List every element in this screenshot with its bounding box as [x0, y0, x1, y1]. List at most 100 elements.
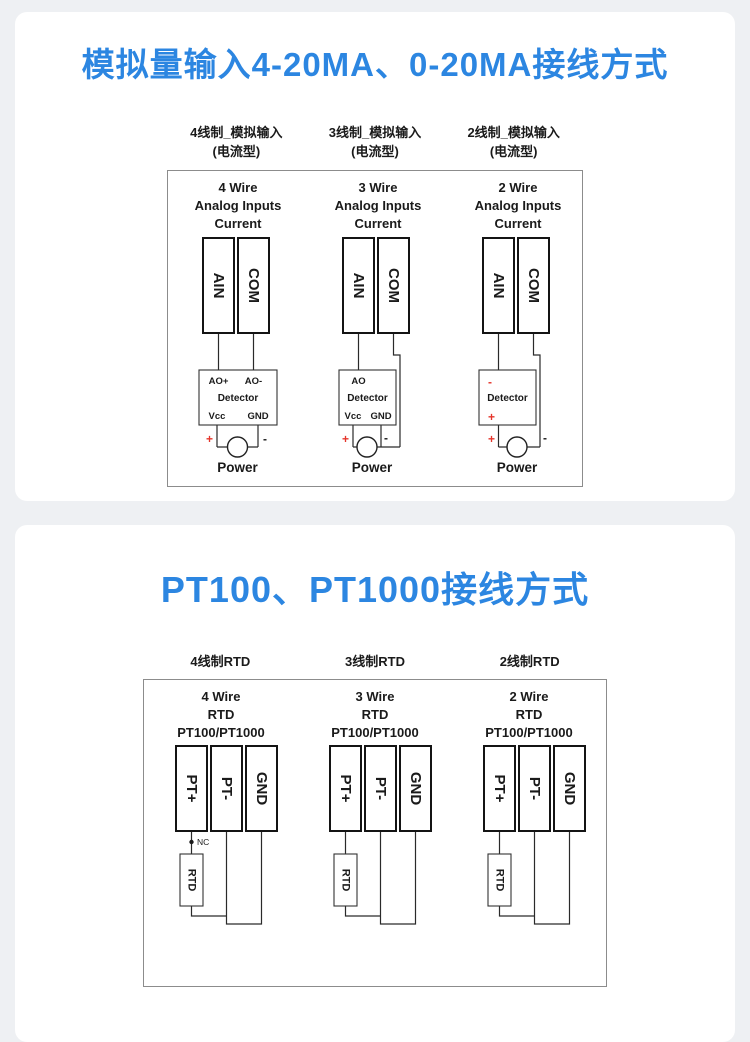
rtd-sensor-box: [487, 853, 512, 907]
subtitle-line: PT100/PT1000: [177, 725, 265, 741]
rtd-4wire-column: 4 Wire RTD PT100/PT1000 PT+ PT- GND NC R…: [144, 680, 298, 986]
detector-box: [338, 368, 397, 426]
detector-gnd-label: GND: [247, 411, 268, 422]
rtd-3wire-column: 3 Wire RTD PT100/PT1000 PT+ PT- GND RTD: [298, 680, 452, 986]
terminal-label-ain: AIN: [490, 272, 507, 298]
header-line1: 2线制_模拟输入: [467, 125, 560, 140]
power-plus-mark: +: [342, 432, 349, 446]
analog-col-header-4wire: 4线制_模拟输入 (电流型): [167, 124, 306, 162]
analog-2wire-column: 2 Wire Analog Inputs Current AIN COM - D…: [448, 171, 588, 480]
terminal-label-ptminus: PT-: [218, 777, 235, 800]
subtitle-line: 2 Wire: [509, 689, 549, 705]
subtitle-line: 3 Wire: [355, 689, 395, 705]
terminal-box-com: [517, 236, 550, 334]
terminal-label-ptminus: PT-: [526, 777, 543, 800]
terminal-box-ptplus: [483, 745, 516, 833]
analog-column-headers: 4线制_模拟输入 (电流型) 3线制_模拟输入 (电流型) 2线制_模拟输入 (…: [167, 124, 583, 162]
terminal-label-gnd: GND: [407, 772, 424, 806]
nc-junction-dot: [189, 839, 194, 845]
wire: [498, 831, 571, 925]
analog-col-header-2wire: 2线制_模拟输入 (电流型): [444, 124, 583, 162]
subtitle-line: Current: [354, 215, 402, 231]
terminal-box-com: [237, 236, 270, 334]
power-minus-mark: -: [263, 432, 267, 446]
rtd-sensor-box: [179, 853, 204, 907]
header-line1: 4线制_模拟输入: [190, 125, 283, 140]
header-line2: (电流型): [351, 143, 399, 159]
detector-name-label: Detector: [487, 393, 528, 404]
detector-gnd-label: GND: [370, 411, 391, 422]
subtitle-line: PT100/PT1000: [331, 725, 419, 741]
detector-name-label: Detector: [218, 393, 259, 404]
analog-diagram-wrap: 4线制_模拟输入 (电流型) 3线制_模拟输入 (电流型) 2线制_模拟输入 (…: [167, 124, 583, 487]
terminal-label-ain: AIN: [350, 272, 367, 298]
terminal-box-gnd: [553, 745, 586, 833]
subtitle-line: 4 Wire: [218, 179, 258, 195]
terminal-box-gnd: [399, 745, 432, 833]
power-source-symbol: [226, 435, 249, 458]
subtitle-line: Analog Inputs: [334, 197, 422, 213]
subtitle-line: Analog Inputs: [474, 197, 562, 213]
terminal-box-com: [377, 236, 410, 334]
rtd-diagram-box: 4 Wire RTD PT100/PT1000 PT+ PT- GND NC R…: [143, 679, 607, 988]
rtd-sensor-box: [333, 853, 358, 907]
terminal-label-ptplus: PT+: [337, 775, 354, 803]
terminal-box-ain: [342, 236, 375, 334]
terminal-label-gnd: GND: [561, 772, 578, 806]
analog-3wire-diagram: AIN COM AO Detector Vcc GND + - Power: [338, 236, 410, 475]
header-line2: (电流型): [489, 143, 538, 159]
header-line1: 3线制_模拟输入: [328, 125, 422, 140]
subtitle-line: Current: [494, 215, 542, 231]
power-label: Power: [217, 460, 258, 475]
power-plus-mark: +: [206, 432, 213, 446]
subtitle-line: RTD: [361, 707, 389, 723]
subtitle-line: 3 Wire: [358, 179, 398, 195]
nc-label: NC: [197, 837, 209, 847]
detector-box: [198, 368, 278, 426]
rtd-card: PT100、PT1000接线方式 4线制RTD 3线制RTD 2线制RTD 4 …: [15, 524, 735, 1042]
detector-ao-minus-label: AO-: [245, 376, 262, 387]
terminal-box-ptminus: [518, 745, 551, 833]
terminal-label-ain: AIN: [210, 272, 227, 298]
rtd-sensor-label: RTD: [340, 869, 352, 892]
detector-vcc-label: Vcc: [209, 411, 226, 422]
rtd-2wire-column: 2 Wire RTD PT100/PT1000 PT+ PT- GND RTD: [452, 680, 606, 986]
detector-ao-label: AO: [351, 376, 365, 387]
rtd-column-headers: 4线制RTD 3线制RTD 2线制RTD: [143, 653, 607, 672]
subtitle-line: RTD: [515, 707, 543, 723]
detector-minus-mark: -: [488, 375, 492, 389]
power-label: Power: [497, 460, 538, 475]
rtd-sensor-label: RTD: [186, 869, 198, 892]
power-source-symbol: [356, 435, 378, 458]
rtd-col-header-2wire: 2线制RTD: [499, 653, 560, 669]
subtitle-line: PT100/PT1000: [485, 725, 573, 741]
subtitle-line: 2 Wire: [498, 179, 538, 195]
rtd-diagram-wrap: 4线制RTD 3线制RTD 2线制RTD 4 Wire RTD PT100/PT…: [143, 653, 607, 988]
detector-plus-mark: +: [488, 410, 495, 424]
terminal-label-gnd: GND: [253, 772, 270, 806]
power-minus-mark: -: [384, 431, 388, 445]
analog-diagram-box: 4 Wire Analog Inputs Current AIN COM AO+…: [167, 169, 583, 487]
rtd-col-header-3wire: 3线制RTD: [345, 653, 405, 669]
terminal-label-ptminus: PT-: [372, 777, 389, 800]
power-minus-mark: -: [543, 431, 547, 445]
terminal-label-com: COM: [385, 268, 402, 303]
header-line2: (电流型): [212, 143, 261, 159]
detector-name-label: Detector: [347, 393, 388, 404]
terminal-box-ain: [202, 236, 235, 334]
subtitle-line: 4 Wire: [201, 689, 241, 705]
analog-2wire-diagram: AIN COM - Detector + + - Power: [478, 236, 550, 475]
wire: [352, 332, 401, 448]
terminal-box-ptminus: [364, 745, 397, 833]
detector-vcc-label: Vcc: [345, 411, 362, 422]
rtd-col-header-4wire: 4线制RTD: [190, 653, 251, 669]
rtd-sensor-label: RTD: [494, 869, 506, 892]
wire: [497, 332, 541, 448]
terminal-label-ptplus: PT+: [491, 775, 508, 803]
power-source-symbol: [506, 435, 528, 458]
terminal-label-com: COM: [525, 268, 542, 303]
analog-4wire-diagram: AIN COM AO+ AO- Detector Vcc GND + - Pow…: [198, 236, 278, 475]
terminal-box-ptplus: [329, 745, 362, 833]
subtitle-line: Analog Inputs: [194, 197, 282, 213]
